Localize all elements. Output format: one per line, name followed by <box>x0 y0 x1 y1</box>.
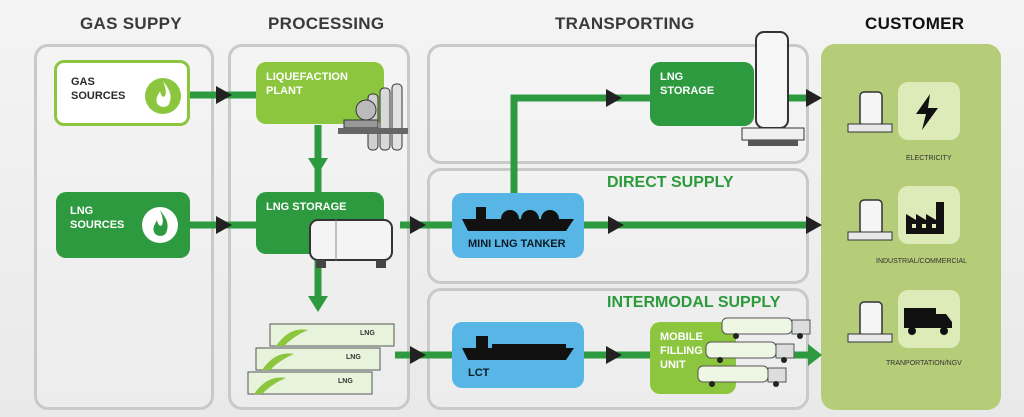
lct-node: LCT <box>452 322 584 388</box>
gas-sources-label: GAS SOURCES <box>71 76 126 102</box>
container-label: LNG <box>360 330 375 337</box>
mobile-filling-unit-label: MOBILE FILLING UNIT <box>660 331 703 371</box>
arrowhead-containers-to-lct <box>410 346 426 364</box>
arrowhead-gas-to-liquefaction <box>216 86 232 104</box>
flame-icon <box>142 207 178 243</box>
tanker-trucks-icon <box>697 317 811 387</box>
customer-storage-tank-icon <box>847 199 893 241</box>
column-title-gas-supply: GAS SUPPY <box>80 14 182 33</box>
column-title-customer: CUSTOMER <box>865 14 965 33</box>
column-title-transporting: TRANSPORTING <box>555 14 695 33</box>
liquefaction-plant-label: LIQUEFACTION PLANT <box>266 71 348 97</box>
storage-tank-icon <box>309 219 393 268</box>
truck-icon <box>904 308 952 335</box>
tanker-ship-icon <box>462 207 574 231</box>
arrowhead-tanker-to-customer <box>806 216 822 234</box>
factory-icon <box>906 202 944 234</box>
intermodal-supply-label: INTERMODAL SUPPLY <box>607 294 781 311</box>
column-title-processing: PROCESSING <box>268 14 385 33</box>
lct-label: LCT <box>468 367 490 379</box>
lightning-icon <box>916 94 938 130</box>
mini-lng-tanker-node: MINI LNG TANKER <box>452 193 584 258</box>
lng-storage-processing-label: LNG STORAGE <box>266 201 347 213</box>
customer-storage-tank-icon <box>847 91 893 133</box>
arrowhead-tanker-mid <box>608 216 624 234</box>
arrowhead-storage-to-tanker <box>410 216 426 234</box>
transportation-ngv-label: TRANPORTATION/NGV <box>886 360 962 367</box>
flame-icon <box>145 78 181 114</box>
container-label: LNG <box>338 378 353 385</box>
direct-supply-label: DIRECT SUPPLY <box>607 174 734 191</box>
customer-storage-tank-icon <box>847 301 893 343</box>
arrowhead-lng-source-to-storage <box>216 216 232 234</box>
lng-storage-transport-label: LNG STORAGE <box>660 71 715 97</box>
gas-sources-node: GAS SOURCES <box>54 60 190 126</box>
storage-tower-icon <box>741 31 805 146</box>
lct-ship-icon <box>462 336 574 360</box>
arrowhead-mobile-to-customer <box>808 344 822 366</box>
lng-storage-transport-node: LNG STORAGE <box>650 62 754 126</box>
arrowhead-down-liquefaction <box>308 158 328 174</box>
electricity-label: ELECTRICITY <box>906 155 952 162</box>
arrowhead-lct-to-mobile <box>606 346 622 364</box>
lng-sources-node: LNG SOURCES <box>56 192 190 258</box>
arrowhead-lng-storage-to-customer <box>806 89 822 107</box>
industrial-commercial-label: INDUSTRIAL/COMMERCIAL <box>876 258 968 265</box>
container-label: LNG <box>346 354 361 361</box>
lng-sources-label: LNG SOURCES <box>70 205 125 231</box>
lng-iso-containers-icon <box>247 323 395 395</box>
mini-lng-tanker-label: MINI LNG TANKER <box>468 238 566 250</box>
liquefaction-plant-icon <box>338 83 408 151</box>
arrowhead-to-lng-storage <box>606 89 622 107</box>
arrowhead-down-storage <box>308 296 328 312</box>
industrial-tile <box>898 186 960 244</box>
